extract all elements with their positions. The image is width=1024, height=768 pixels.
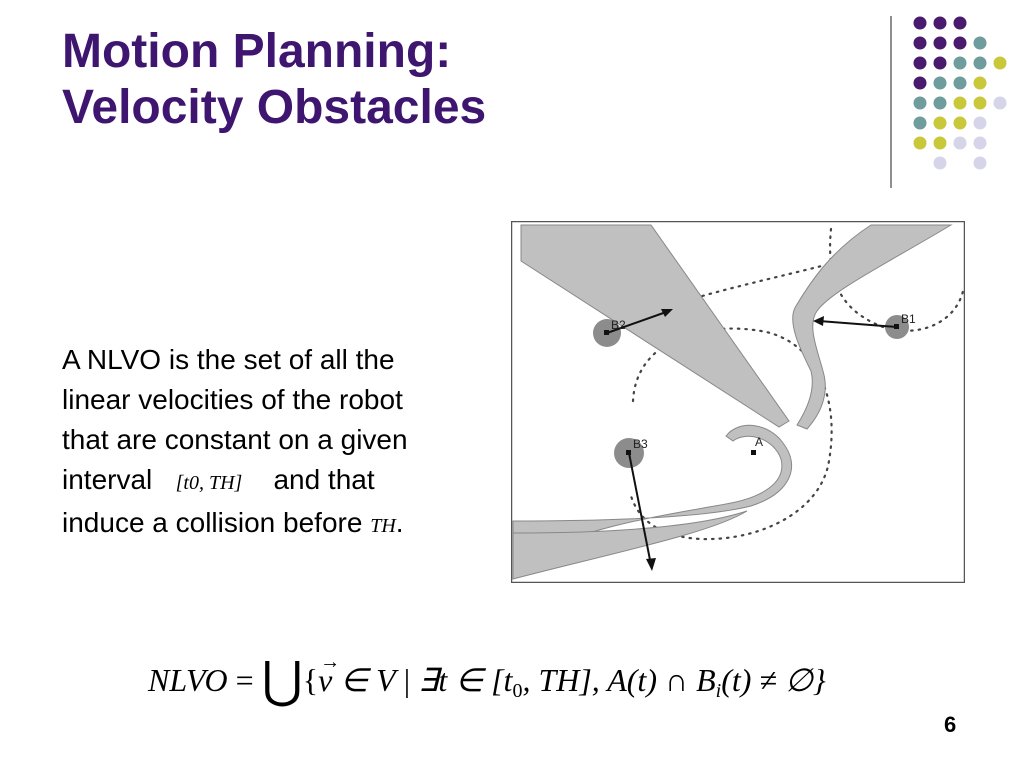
agent-b2-center	[604, 330, 609, 335]
formula-union: ⋃	[261, 652, 303, 708]
definition-line-5: induce a collision before TH.	[62, 503, 492, 546]
velocity-arrow-b1	[818, 320, 898, 328]
decorative-dot-grid	[913, 16, 1007, 170]
robot-a-center	[751, 450, 756, 455]
title-divider	[890, 16, 892, 188]
formula-open-brace: {	[302, 662, 319, 698]
formula-sub-i: i	[715, 680, 722, 702]
formula-th-intersect: , TH], A(t) ∩ B	[522, 662, 716, 698]
th-math: TH	[370, 515, 396, 537]
obstacle-cone-b1	[792, 224, 953, 430]
formula-in-v: ∈ V	[340, 662, 396, 698]
label-b1: B1	[901, 312, 916, 326]
velocity-arrow-b3	[628, 452, 652, 566]
nlvo-formula: NLVO = ⋃{→v ∈ V | ∃t ∈ [t0, TH], A(t) ∩ …	[148, 651, 826, 711]
slide-title: Motion Planning: Velocity Obstacles	[62, 24, 486, 136]
page-number: 6	[944, 712, 957, 737]
formula-bar: |	[403, 662, 411, 698]
title-line-1: Motion Planning:	[62, 25, 452, 78]
and-that-text: and that	[273, 464, 375, 495]
period: .	[395, 507, 404, 538]
label-b3: B3	[633, 437, 648, 451]
nlvo-definition: A NLVO is the set of all the linear velo…	[62, 340, 492, 546]
formula-equals: =	[235, 662, 254, 698]
velocity-arrow-b2	[606, 310, 670, 334]
dotted-spiral	[629, 327, 833, 541]
formula-vector-v: →v	[318, 651, 340, 700]
collision-before-text: induce a collision before	[62, 507, 363, 538]
formula-exists: ∃t ∈ [t	[418, 662, 513, 698]
definition-line-3: that are constant on a given	[62, 424, 408, 455]
obstacle-band-b3	[512, 424, 792, 562]
interval-math: [t0, TH]	[175, 472, 243, 494]
arrowhead-b1	[813, 316, 824, 326]
vector-v-letter: v	[318, 662, 333, 698]
arrowhead-b2	[661, 309, 673, 317]
vector-arrow: →	[320, 651, 341, 673]
obstacle-band-lower	[512, 510, 748, 580]
interval-word: interval	[62, 464, 153, 495]
formula-lhs: NLVO	[148, 662, 228, 698]
label-b2: B2	[611, 318, 626, 332]
velocity-obstacle-figure: B2 B1 B3 A	[511, 221, 965, 583]
definition-line-4: interval [t0, TH] and that	[62, 460, 492, 503]
arrowhead-b3	[646, 558, 656, 571]
formula-sub-zero: 0	[512, 680, 523, 702]
agent-b3-center	[626, 450, 631, 455]
label-a: A	[755, 435, 763, 449]
formula-tail: (t) ≠ ∅}	[721, 662, 826, 698]
title-line-2: Velocity Obstacles	[62, 81, 487, 134]
obstacle-cone-b2	[520, 224, 790, 428]
definition-line-1: A NLVO is the set of all the	[62, 344, 395, 375]
definition-line-2: linear velocities of the robot	[62, 384, 403, 415]
